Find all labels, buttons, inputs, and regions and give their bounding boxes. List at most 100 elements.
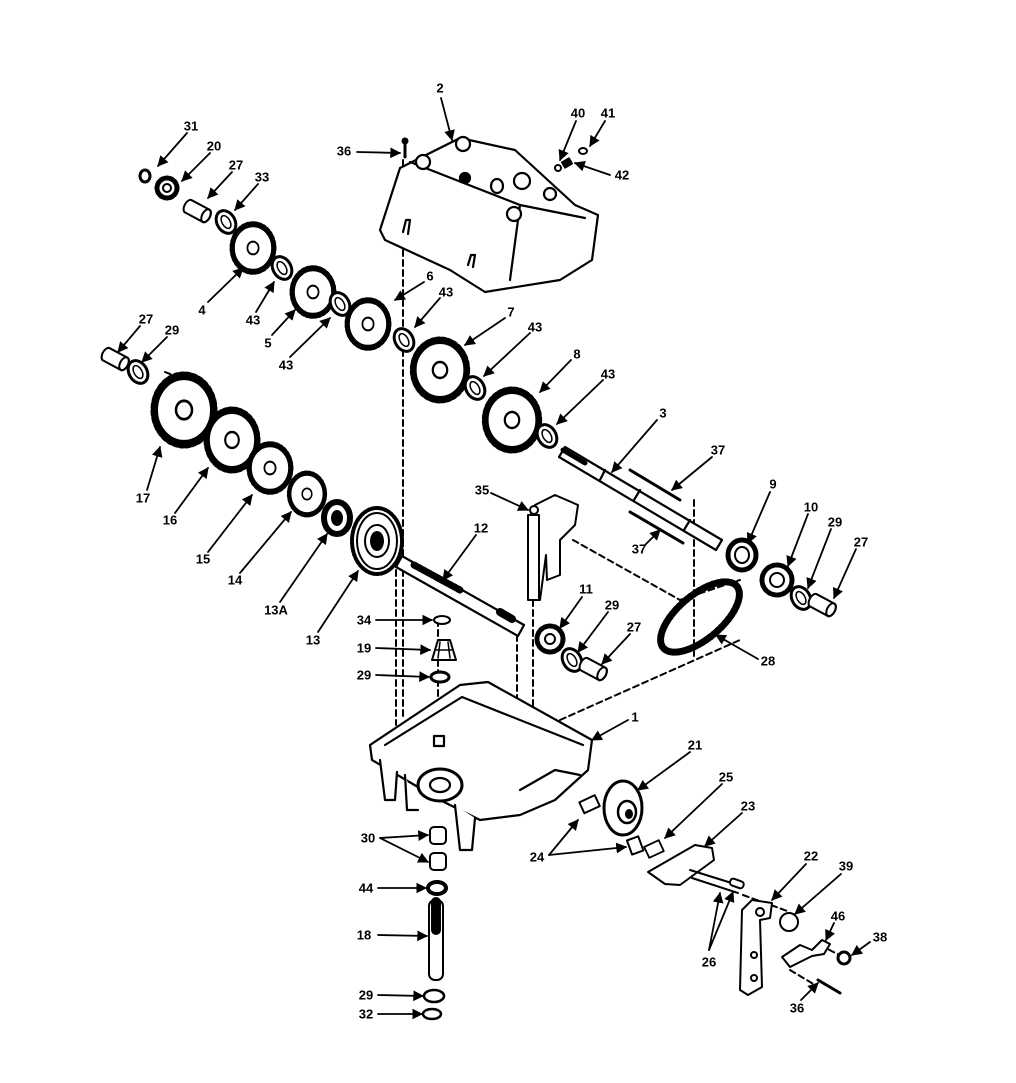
- part-10-sprocket: [759, 562, 795, 598]
- part-6-gear: [347, 300, 389, 348]
- part-27-bushing: [98, 345, 132, 373]
- part-label-43: 43: [600, 366, 616, 382]
- part-label-43: 43: [278, 357, 294, 373]
- part-label-43: 43: [527, 319, 543, 335]
- part-label-15: 15: [195, 551, 211, 567]
- part-19-bevel-pinion: [431, 639, 457, 661]
- part-label-13a: 13A: [264, 602, 288, 618]
- part-label-22: 22: [803, 848, 819, 864]
- part-label-29: 29: [164, 322, 180, 338]
- part-label-30: 30: [360, 830, 376, 846]
- part-40-41-42-hardware: [554, 147, 588, 172]
- part-label-8: 8: [573, 346, 581, 362]
- part-label-43: 43: [245, 312, 261, 328]
- part-label-16: 16: [162, 512, 178, 528]
- part-label-1: 1: [631, 709, 639, 725]
- part-label-27: 27: [853, 534, 869, 550]
- part-3-shaft: [557, 445, 724, 552]
- part-27-bushing: [576, 655, 610, 683]
- part-23-brake-lever: [647, 844, 745, 894]
- part-label-40: 40: [570, 105, 586, 121]
- part-18-axle-shaft: [428, 897, 444, 981]
- part-label-21: 21: [687, 737, 703, 753]
- part-label-29: 29: [827, 514, 843, 530]
- part-38-nut: [836, 950, 852, 966]
- part-label-37: 37: [631, 541, 647, 557]
- part-label-44: 44: [358, 880, 374, 896]
- part-label-10: 10: [803, 499, 819, 515]
- part-27-bushing: [180, 197, 214, 225]
- part-31-retaining-ring: [138, 168, 152, 184]
- part-37-key: [628, 468, 685, 545]
- part-36-pin-top: [401, 137, 409, 159]
- part-label-13: 13: [305, 632, 321, 648]
- part-46-bracket: [781, 939, 831, 968]
- part-label-18: 18: [356, 927, 372, 943]
- part-label-28: 28: [760, 653, 776, 669]
- part-29-washer: [429, 670, 451, 684]
- part-13A-bearing: [321, 499, 353, 537]
- part-label-27: 27: [228, 157, 244, 173]
- part-label-29: 29: [604, 597, 620, 613]
- part-28-drive-chain: [657, 578, 743, 656]
- part-label-34: 34: [356, 612, 372, 628]
- part-label-43: 43: [438, 284, 454, 300]
- part-5-gear: [292, 268, 334, 316]
- part-label-27: 27: [626, 619, 642, 635]
- part-label-42: 42: [614, 167, 630, 183]
- part-8-gear: [485, 390, 539, 450]
- part-label-32: 32: [358, 1006, 374, 1022]
- part-11-sprocket: [534, 623, 566, 655]
- part-22-brake-arm: [739, 899, 773, 996]
- part-30-bushing: [429, 826, 447, 871]
- part-9-bearing: [725, 537, 759, 573]
- part-25-shim: [643, 839, 665, 859]
- part-label-46: 46: [830, 908, 846, 924]
- part-label-23: 23: [740, 798, 756, 814]
- part-14-gear: [289, 473, 325, 515]
- part-35-shift-fork: [527, 494, 579, 601]
- part-label-41: 41: [600, 105, 616, 121]
- part-label-17: 17: [135, 490, 151, 506]
- part-label-25: 25: [718, 769, 734, 785]
- part-label-38: 38: [872, 929, 888, 945]
- part-label-2: 2: [436, 80, 444, 96]
- part-7-gear: [413, 340, 467, 400]
- part-12-shaft: [394, 554, 526, 638]
- part-label-29: 29: [356, 667, 372, 683]
- part-label-39: 39: [838, 858, 854, 874]
- part-label-36: 36: [336, 143, 352, 159]
- part-label-20: 20: [206, 138, 222, 154]
- part-13-bevel-gear: [350, 506, 404, 576]
- part-label-5: 5: [264, 335, 272, 351]
- part-label-24: 24: [529, 849, 545, 865]
- part-label-19: 19: [356, 640, 372, 656]
- part-label-3: 3: [659, 405, 667, 421]
- part-label-11: 11: [579, 581, 593, 597]
- part-4-gear: [232, 224, 274, 272]
- part-label-31: 31: [183, 118, 199, 134]
- part-43-washer: [388, 323, 420, 357]
- part-32-retaining-ring: [421, 1007, 443, 1021]
- leader-lines: [117, 97, 871, 1020]
- part-label-35: 35: [474, 482, 490, 498]
- part-27-bushing: [805, 591, 839, 619]
- part-label-4: 4: [198, 302, 206, 318]
- part-44-washer: [426, 880, 448, 896]
- part-label-37: 37: [710, 442, 726, 458]
- part-label-29: 29: [358, 987, 374, 1003]
- part-1-transmission-case: [368, 680, 594, 852]
- part-label-14: 14: [227, 572, 243, 588]
- part-24-brake-pad: [578, 794, 645, 856]
- part-36-bolt: [816, 978, 842, 995]
- part-label-27: 27: [138, 311, 154, 327]
- part-34-retaining-ring: [433, 615, 451, 625]
- part-label-33: 33: [254, 169, 270, 185]
- part-2-transmission-cover: [378, 135, 600, 294]
- part-15-gear: [249, 444, 291, 492]
- part-label-26: 26: [701, 954, 717, 970]
- part-label-7: 7: [507, 304, 515, 320]
- part-20-sprocket: [154, 175, 180, 201]
